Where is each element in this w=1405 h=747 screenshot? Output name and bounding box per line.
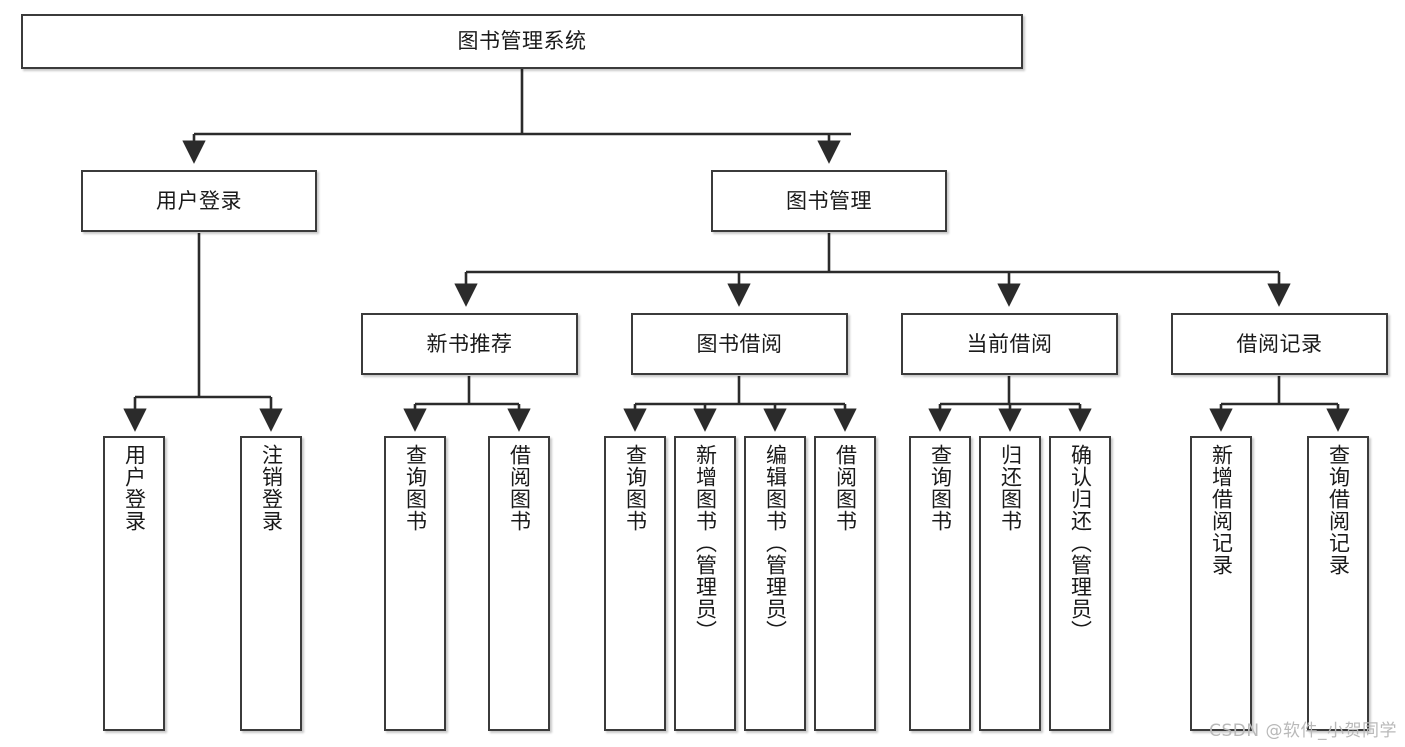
leaf-add-borrow-record-label: 新增借阅记录 [1209,444,1234,576]
leaf-edit-book-admin[interactable]: 编辑图书（管理员） [744,436,806,731]
node-current-borrow-label: 当前借阅 [966,331,1053,356]
leaf-new-book-query-label: 查询图书 [403,444,428,532]
leaf-confirm-return-admin-label: 确认归还（管理员） [1068,444,1093,642]
leaf-edit-book-admin-label: 编辑图书（管理员） [763,444,788,642]
leaf-current-query-book-label: 查询图书 [928,444,953,532]
leaf-add-borrow-record[interactable]: 新增借阅记录 [1190,436,1252,731]
node-book-borrow-label: 图书借阅 [696,331,783,356]
leaf-user-login-label: 用户登录 [122,444,147,532]
node-user-login-label: 用户登录 [156,188,242,213]
leaf-query-borrow-record-label: 查询借阅记录 [1326,444,1351,576]
leaf-confirm-return-admin[interactable]: 确认归还（管理员） [1049,436,1111,731]
leaf-return-book[interactable]: 归还图书 [979,436,1041,731]
leaf-borrow-query-book[interactable]: 查询图书 [604,436,666,731]
leaf-new-book-borrow[interactable]: 借阅图书 [488,436,550,731]
leaf-borrow-book-label: 借阅图书 [833,444,858,532]
node-book-borrow[interactable]: 图书借阅 [631,313,848,375]
leaf-add-book-admin-label: 新增图书（管理员） [693,444,718,642]
leaf-borrow-book[interactable]: 借阅图书 [814,436,876,731]
node-new-book-recommend-label: 新书推荐 [426,331,513,356]
node-book-management[interactable]: 图书管理 [711,170,947,232]
node-user-login[interactable]: 用户登录 [81,170,317,232]
node-borrow-record-label: 借阅记录 [1236,331,1323,356]
leaf-logout-label: 注销登录 [259,444,284,532]
node-root-book-management-system[interactable]: 图书管理系统 [21,14,1023,69]
node-new-book-recommend[interactable]: 新书推荐 [361,313,578,375]
leaf-query-borrow-record[interactable]: 查询借阅记录 [1307,436,1369,731]
leaf-user-login[interactable]: 用户登录 [103,436,165,731]
leaf-new-book-query[interactable]: 查询图书 [384,436,446,731]
node-root-label: 图书管理系统 [457,29,587,54]
node-book-management-label: 图书管理 [786,188,872,213]
leaf-borrow-query-book-label: 查询图书 [623,444,648,532]
leaf-add-book-admin[interactable]: 新增图书（管理员） [674,436,736,731]
leaf-current-query-book[interactable]: 查询图书 [909,436,971,731]
leaf-new-book-borrow-label: 借阅图书 [507,444,532,532]
node-current-borrow[interactable]: 当前借阅 [901,313,1118,375]
leaf-return-book-label: 归还图书 [998,444,1023,532]
node-borrow-record[interactable]: 借阅记录 [1171,313,1388,375]
leaf-logout[interactable]: 注销登录 [240,436,302,731]
